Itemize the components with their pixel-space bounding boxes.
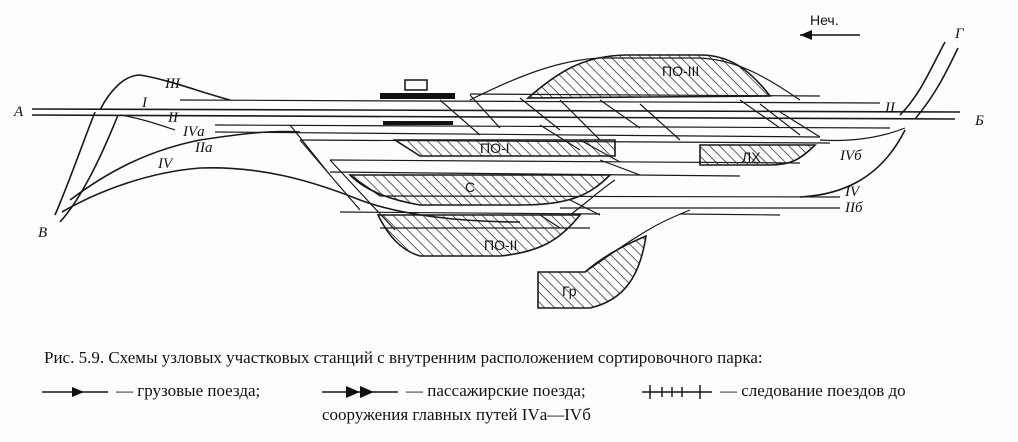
platform: [383, 121, 453, 125]
station-building: [380, 93, 455, 99]
endpoint-g: Г: [954, 26, 965, 42]
park-gr: [537, 234, 648, 309]
loop-po3-top: [469, 57, 801, 101]
track-ivb-right: [819, 127, 906, 142]
park-po3: [525, 54, 772, 99]
label-iii: III: [164, 76, 181, 92]
track-po2-upper: [339, 211, 601, 215]
track-iv-right: [799, 129, 906, 198]
legend-freight-arrow: [72, 387, 84, 397]
track-s-lower: [379, 195, 841, 198]
track-po2-curve: [569, 179, 616, 216]
area-lh: ЛХ: [742, 149, 761, 165]
park-lh: [699, 144, 817, 166]
label-iva: IVа: [182, 124, 205, 140]
track-upper-2: [469, 93, 821, 97]
endpoint-v: В: [38, 225, 47, 241]
track-to-g-1: [899, 41, 946, 116]
label-ii-right: II: [884, 100, 896, 116]
direction-arrowhead: [800, 30, 812, 40]
park-po1: [392, 139, 616, 157]
area-po2: ПО-II: [484, 237, 517, 253]
track-po1-lower: [329, 159, 801, 164]
track-iia-left: [69, 130, 301, 201]
label-iv-left: IV: [157, 156, 174, 172]
track-to-gr: [584, 209, 691, 273]
legend-passenger-text: — пассажирские поезда;: [406, 381, 586, 400]
legend-before-ticks: [649, 385, 701, 399]
area-gr: Гр: [562, 283, 577, 299]
direction-label: Неч.: [810, 12, 839, 28]
legend-before-text: — следование поездов до: [720, 381, 906, 400]
area-po1: ПО-I: [480, 140, 510, 156]
track-mid-2: [214, 131, 821, 138]
label-iv-right: IV: [844, 184, 861, 200]
main-track-i: [31, 108, 961, 113]
label-iib: IIб: [844, 200, 863, 216]
track-iii: [99, 74, 231, 111]
track-curve-left: [119, 114, 176, 131]
main-track-ii: [31, 114, 956, 120]
label-ivb: IVб: [839, 148, 862, 164]
crossovers: [289, 94, 821, 231]
legend-freight-text: — грузовые поезда;: [116, 381, 261, 400]
track-s-upper: [329, 171, 741, 177]
caption-line1: Рис. 5.9. Схемы узловых участковых станц…: [44, 348, 763, 367]
track-mid-1: [214, 124, 891, 129]
track-iv-left: [61, 167, 521, 223]
endpoint-a: А: [13, 104, 24, 120]
label-ii-left: II: [167, 110, 179, 126]
caption-line3: сооружения главных путей IVа—IVб: [322, 405, 591, 424]
legend-passenger-arrow: [346, 386, 374, 398]
endpoint-b: Б: [974, 113, 984, 129]
track-iv: [679, 213, 781, 216]
track-to-v-1: [54, 111, 96, 216]
track-upper: [179, 99, 881, 104]
label-i: I: [141, 95, 148, 111]
label-iia: IIа: [194, 140, 213, 156]
area-po3: ПО-III: [662, 63, 699, 79]
track-to-v-2: [59, 114, 119, 223]
station-building-top: [404, 79, 428, 91]
area-s: С: [465, 179, 475, 195]
track-mid-3: [299, 139, 831, 144]
track-to-g-2: [914, 47, 959, 120]
